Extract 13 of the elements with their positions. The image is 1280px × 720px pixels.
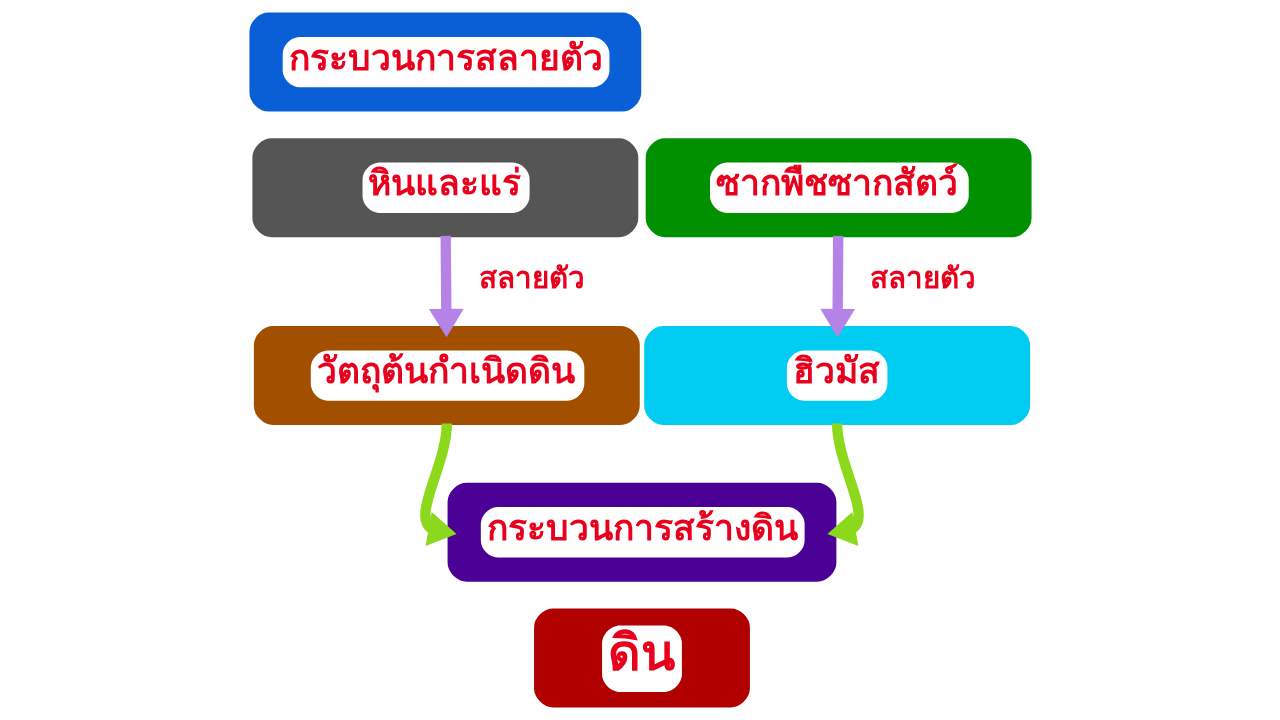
node-box: กระบวนการสลายตัว: [248, 12, 641, 112]
arrow: [819, 235, 855, 338]
node-box: วัตถุต้นกำเนิดดิน: [253, 326, 640, 426]
node-box: หินและแร่: [251, 138, 638, 238]
arrow: [428, 235, 464, 338]
edge-label: สลายตัว: [869, 260, 976, 295]
node-box: ฮิวมัส: [643, 326, 1030, 426]
arrow: [826, 423, 864, 547]
edge-label: สลายตัว: [478, 260, 585, 295]
arrow: [419, 423, 457, 547]
node-box: ซากพืชซากสัตว์: [645, 138, 1032, 238]
node-box: ดิน: [533, 608, 750, 708]
node-box: กระบวนการสร้างดิน: [447, 482, 836, 582]
